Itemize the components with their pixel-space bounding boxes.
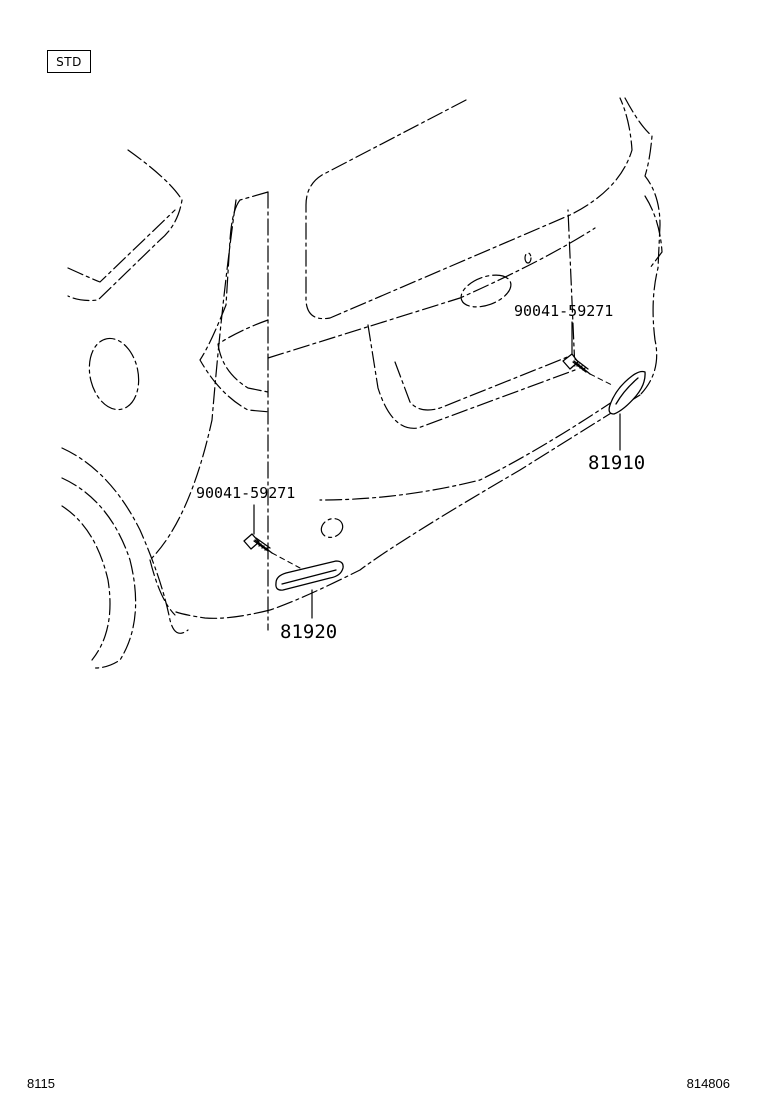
dashed-assembly-lines — [271, 373, 615, 569]
vehicle-outline — [61, 97, 663, 669]
callout-lamp-left: 81920 — [280, 621, 337, 643]
bolt-right-icon — [562, 353, 591, 375]
callout-bolt-right: 90041-59271 — [514, 302, 613, 320]
side-marker-lamp-left-icon — [275, 560, 344, 591]
callout-lamp-right: 81910 — [588, 452, 645, 474]
callout-bolt-left: 90041-59271 — [196, 484, 295, 502]
std-badge: STD — [47, 50, 91, 73]
side-marker-lamp-right-icon — [608, 370, 646, 415]
footer-left-code: 8115 — [27, 1076, 55, 1091]
bolt-left-icon — [243, 533, 273, 554]
footer-right-code: 814806 — [686, 1076, 730, 1091]
leader-lines — [253, 321, 621, 619]
